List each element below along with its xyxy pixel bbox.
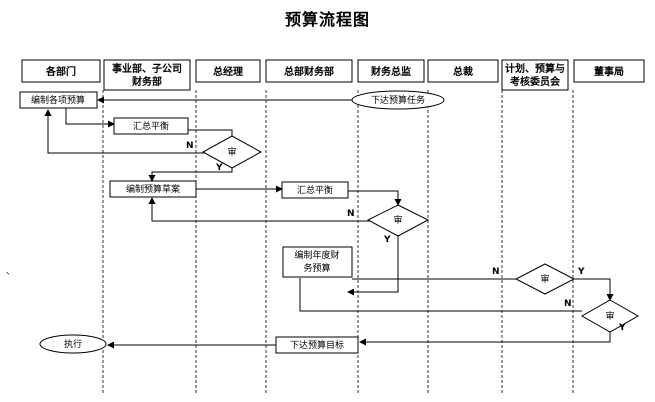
issue-target-box	[275, 336, 359, 354]
arrow-summary2-to-review2	[348, 190, 402, 206]
summary-balance-2-box	[281, 181, 349, 199]
review-3-text: 审	[540, 273, 549, 285]
lane-label-2a: 事业部、子公司	[112, 62, 182, 75]
lane-header-box-5	[357, 59, 425, 83]
connectors	[44, 96, 614, 349]
lane-header-box-1	[21, 59, 101, 83]
review-4-no-label: N	[564, 299, 572, 309]
review-2-yes-label: Y	[383, 235, 391, 245]
review-1-yes-label: Y	[215, 163, 223, 173]
stray-mark: 、	[6, 267, 15, 277]
arrow-review1-yes	[148, 168, 233, 182]
lane-separators	[102, 90, 574, 395]
review-1-diamond	[201, 135, 263, 169]
issue-task-text: 下达预算任务	[371, 94, 425, 106]
review-3-no-label: N	[492, 267, 500, 277]
lane-header-box-4	[265, 59, 353, 83]
review-4-text: 审	[605, 310, 614, 322]
arrow-review2-no	[148, 197, 370, 222]
lane-label-4: 总部财务部	[284, 65, 334, 78]
summary-balance-1-text: 汇总平衡	[133, 120, 169, 132]
annual-budget-text-2: 务预算	[303, 262, 330, 274]
lane-label-7b: 考核委员会	[510, 75, 560, 88]
compile-draft-box	[109, 180, 197, 198]
arrow-review4-yes	[359, 332, 611, 346]
lane-label-6: 总裁	[453, 65, 473, 78]
issue-target-text: 下达预算目标	[290, 339, 344, 351]
lane-header-box-3	[195, 59, 261, 83]
review-2-text: 审	[393, 214, 402, 226]
review-1-no-label: N	[186, 141, 194, 151]
lane-headers: 各部门 事业部、子公司 财务部 总经理 总部财务部 财务总监 总裁 计划、预算与…	[21, 59, 645, 91]
arrow-review1-no	[44, 109, 204, 154]
lane-label-1: 各部门	[45, 65, 76, 78]
lane-header-box-7	[501, 59, 569, 91]
arrow-summary1-to-review1	[188, 129, 233, 137]
compile-draft-text: 编制预算草案	[126, 183, 180, 195]
node-texts: 下达预算任务 编制各项预算 汇总平衡 审 编制预算草案 汇总平衡 审 编制年度财…	[31, 94, 615, 351]
review-3-diamond	[514, 263, 576, 295]
review-4-diamond	[580, 299, 640, 333]
lane-label-3: 总经理	[213, 65, 243, 78]
issue-task-ellipse	[351, 90, 445, 110]
review-2-no-label: N	[347, 209, 355, 219]
nodes	[19, 90, 640, 354]
compile-budgets-box	[19, 91, 98, 109]
lane-header-box-6	[427, 59, 499, 83]
review-3-yes-label: Y	[577, 267, 585, 277]
summary-balance-2-text: 汇总平衡	[297, 184, 333, 196]
lane-label-2b: 财务部	[131, 75, 162, 88]
annual-budget-box	[282, 246, 353, 278]
page-title: 预算流程图	[284, 10, 370, 29]
arrow-review3-yes	[574, 278, 614, 301]
review-2-diamond	[366, 204, 430, 237]
review-1-text: 审	[227, 146, 236, 158]
review-4-yes-label: Y	[618, 323, 626, 333]
lane-header-box-2	[103, 59, 191, 91]
execute-ellipse	[39, 334, 107, 354]
lane-header-box-8	[573, 59, 645, 83]
lane-label-5: 财务总监	[370, 65, 411, 78]
annual-budget-text-1: 编制年度财	[294, 249, 339, 261]
lane-label-7a: 计划、预算与	[505, 62, 565, 75]
arrow-review2-yes	[347, 236, 399, 296]
branch-labels: N Y N Y N Y N Y 、	[6, 141, 626, 333]
arrow-review4-no	[299, 278, 582, 312]
lane-label-8: 董事局	[594, 65, 624, 78]
arrow-compile-to-summary1	[65, 108, 115, 128]
execute-text: 执行	[64, 338, 82, 350]
summary-balance-1-box	[113, 117, 189, 135]
compile-budgets-text: 编制各项预算	[31, 94, 85, 106]
